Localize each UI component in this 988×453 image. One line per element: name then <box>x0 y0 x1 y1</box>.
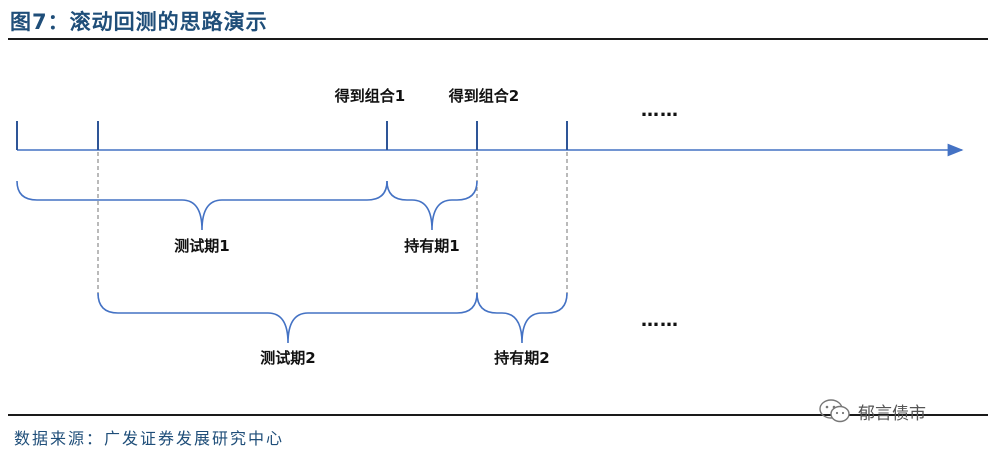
figure-title: 图7：滚动回测的思路演示 <box>10 10 268 34</box>
watermark: 郁言债市 <box>818 398 926 424</box>
test-period-1-brace <box>16 180 388 231</box>
test-period-1-label: 测试期1 <box>174 237 229 255</box>
hold-period-2-label: 持有期2 <box>494 349 549 367</box>
hold-period-2-brace <box>476 292 568 344</box>
hold-period-1-brace <box>386 180 478 231</box>
ellipsis-bottom: …… <box>641 310 679 331</box>
portfolio-2-label: 得到组合2 <box>448 87 519 105</box>
wechat-icon <box>819 399 850 423</box>
bottom-rule <box>8 414 988 416</box>
top-rule <box>8 38 988 40</box>
test-period-2-label: 测试期2 <box>260 349 315 367</box>
hold-period-1-label: 持有期1 <box>404 237 459 255</box>
portfolio-1-label: 得到组合1 <box>334 87 405 105</box>
source-note: 数据来源：广发证券发展研究中心 <box>14 429 285 448</box>
test-period-2-brace <box>97 292 478 344</box>
ellipsis-top: …… <box>641 100 679 121</box>
watermark-text: 郁言债市 <box>858 403 926 424</box>
